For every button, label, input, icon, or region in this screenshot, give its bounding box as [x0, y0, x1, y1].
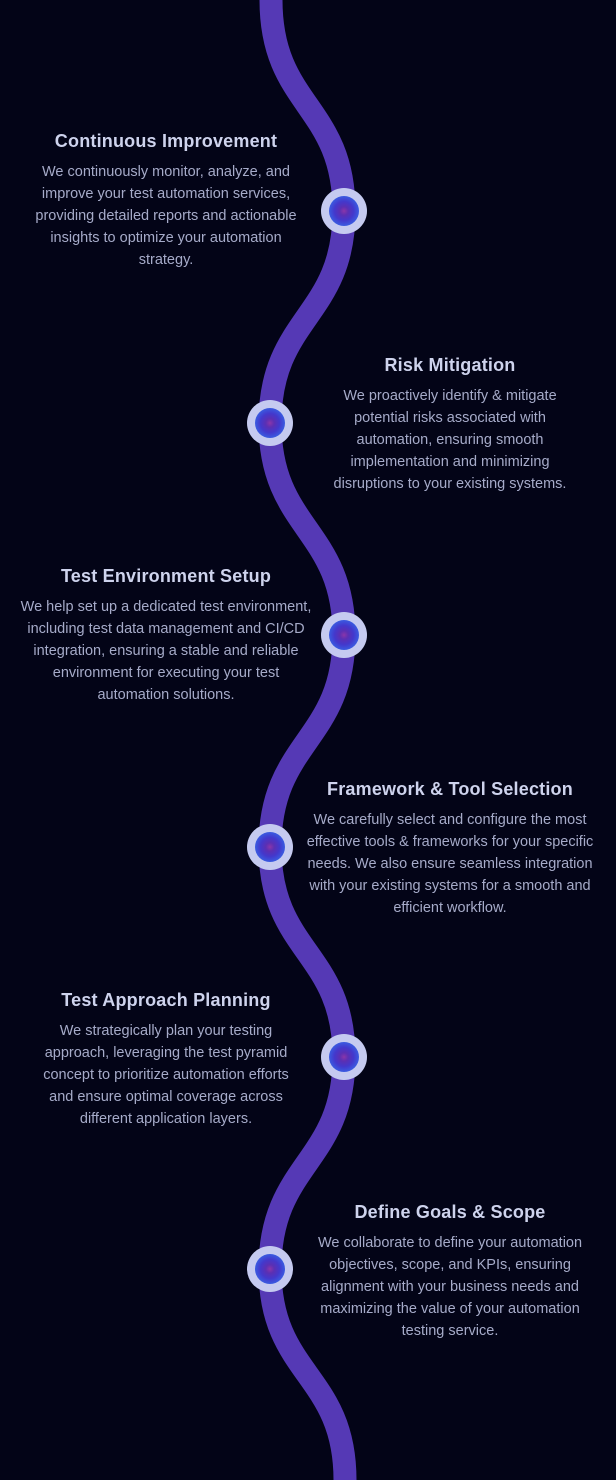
step-description: We proactively identify & mitigate poten… — [333, 388, 567, 492]
timeline-step-framework-tool-selection: Framework & Tool Selection We carefully … — [288, 779, 612, 919]
timeline-curve-path — [258, 0, 357, 1480]
timeline-node — [321, 1034, 367, 1080]
timeline-dot-icon — [329, 196, 359, 226]
timeline-node — [247, 400, 293, 446]
step-title: Test Environment Setup — [60, 566, 272, 586]
step-description: We continuously monitor, analyze, and im… — [35, 164, 297, 268]
timeline-step-test-approach-planning: Test Approach Planning We strategically … — [4, 990, 328, 1130]
timeline-dot-icon — [255, 1254, 285, 1284]
step-description: We strategically plan your testing appro… — [43, 1023, 289, 1127]
timeline-dot-icon — [255, 832, 285, 862]
timeline-step-test-environment-setup: Test Environment Setup We help set up a … — [4, 566, 328, 706]
step-title: Test Approach Planning — [61, 990, 271, 1010]
timeline-step-risk-mitigation: Risk Mitigation We proactively identify … — [288, 355, 612, 495]
step-title: Define Goals & Scope — [354, 1202, 546, 1222]
timeline-dot-icon — [255, 408, 285, 438]
timeline-dot-icon — [329, 1042, 359, 1072]
step-title: Framework & Tool Selection — [327, 779, 573, 799]
timeline-dot-icon — [329, 620, 359, 650]
timeline-step-continuous-improvement: Continuous Improvement We continuously m… — [4, 131, 328, 271]
timeline-node — [247, 824, 293, 870]
timeline-node — [247, 1246, 293, 1292]
step-title: Risk Mitigation — [384, 355, 516, 375]
timeline-step-define-goals-scope: Define Goals & Scope We collaborate to d… — [288, 1202, 612, 1342]
step-description: We collaborate to define your automation… — [317, 1235, 583, 1339]
step-description: We help set up a dedicated test environm… — [20, 599, 312, 703]
timeline-node — [321, 612, 367, 658]
timeline-node — [321, 188, 367, 234]
step-description: We carefully select and configure the mo… — [306, 812, 594, 916]
step-title: Continuous Improvement — [54, 131, 278, 151]
